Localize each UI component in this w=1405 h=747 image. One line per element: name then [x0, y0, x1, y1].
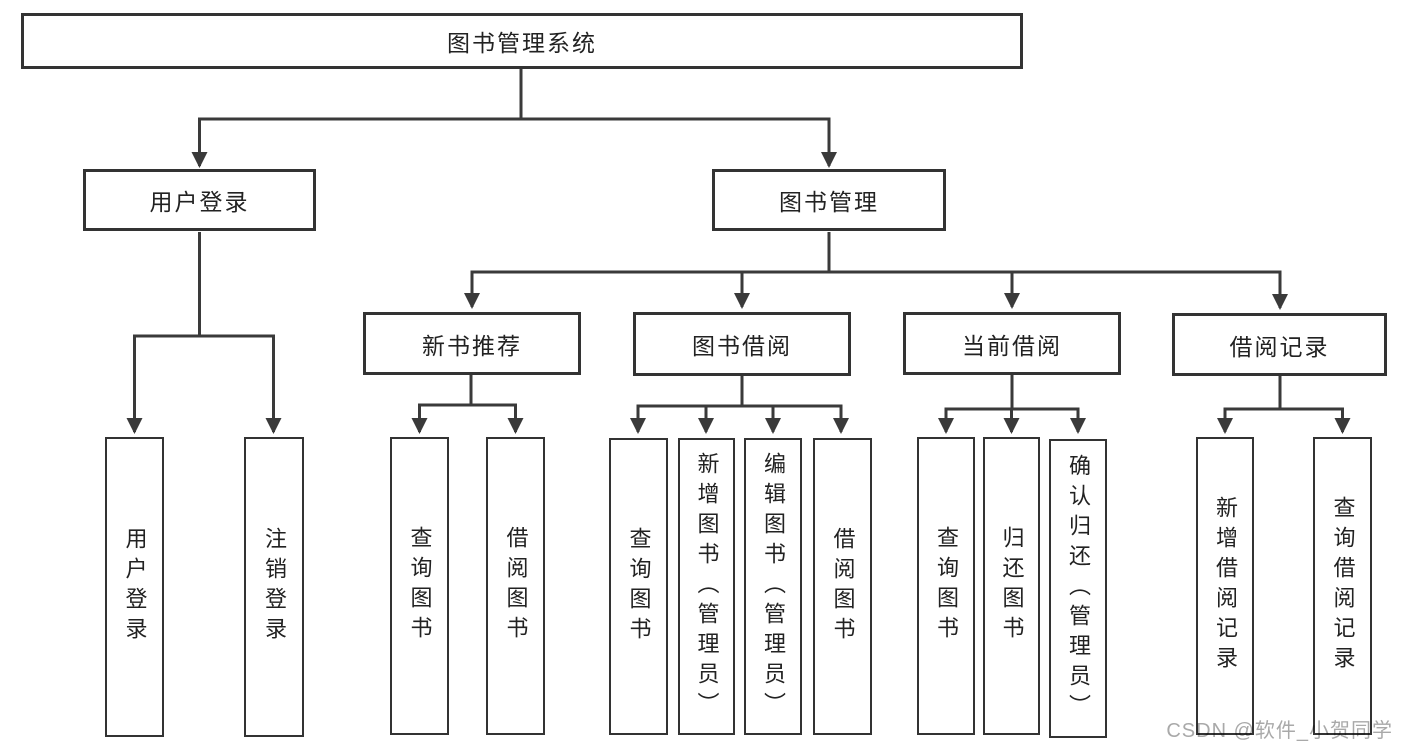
node-confirm-return-admin: 确认归还（管理员）: [1049, 439, 1107, 738]
node-library-system-root: 图书管理系统: [21, 13, 1023, 69]
node-new-book-recommendation: 新书推荐: [363, 312, 581, 375]
node-return-books: 归还图书: [983, 437, 1040, 735]
csdn-watermark: CSDN @软件_小贺同学: [1166, 720, 1393, 742]
node-query-books-borrow: 查询图书: [609, 438, 668, 735]
node-borrow-books-leaf: 借阅图书: [813, 438, 872, 735]
node-book-borrowing: 图书借阅: [633, 312, 851, 376]
node-user-login: 用户登录: [83, 169, 316, 231]
node-user-login-leaf: 用户登录: [105, 437, 164, 737]
node-borrowing-records: 借阅记录: [1172, 313, 1387, 376]
node-book-management: 图书管理: [712, 169, 946, 231]
node-add-borrow-record: 新增借阅记录: [1196, 437, 1254, 735]
node-add-book-admin: 新增图书（管理员）: [678, 438, 735, 735]
node-current-borrowing: 当前借阅: [903, 312, 1121, 375]
node-query-borrow-record: 查询借阅记录: [1313, 437, 1372, 735]
node-edit-book-admin: 编辑图书（管理员）: [744, 438, 802, 735]
node-borrow-books-recommend: 借阅图书: [486, 437, 545, 735]
node-query-books-current: 查询图书: [917, 437, 975, 735]
node-logout-leaf: 注销登录: [244, 437, 304, 737]
node-query-books-recommend: 查询图书: [390, 437, 449, 735]
